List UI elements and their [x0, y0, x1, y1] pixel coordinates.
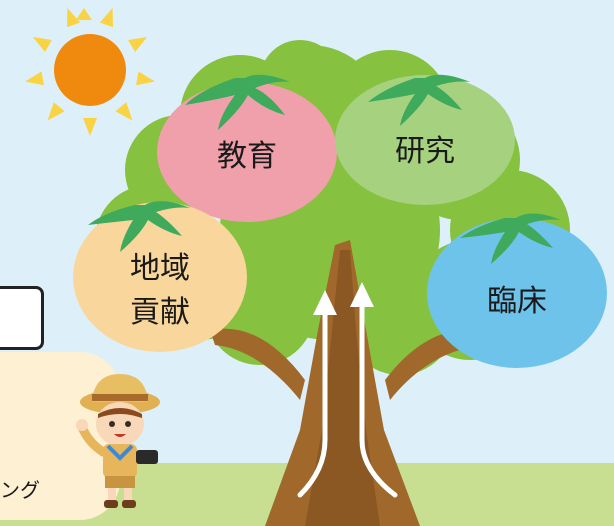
- clinical-label: 臨床: [487, 284, 547, 319]
- education-label: 教育: [217, 139, 277, 174]
- upward-arrows: [297, 297, 398, 498]
- partial-label-box: [0, 286, 44, 350]
- research-label: 研究: [395, 134, 455, 169]
- speech-text: ング: [0, 478, 40, 502]
- sun-icon: [25, 7, 155, 136]
- community-label-line1: 地域: [130, 251, 190, 286]
- explorer-character-icon: [76, 374, 160, 508]
- community-label-line2: 貢献: [130, 295, 190, 330]
